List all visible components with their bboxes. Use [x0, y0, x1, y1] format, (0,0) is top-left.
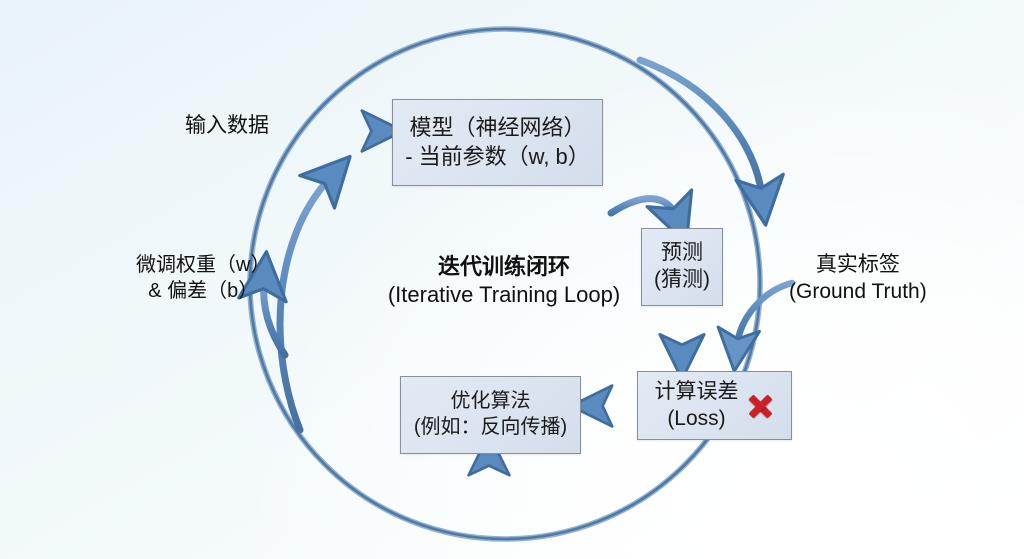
label-adjust-weights-line-2: & 偏差（b） — [148, 280, 259, 302]
label-input-data-line-1: 输入数据 — [185, 114, 269, 137]
node-model[interactable]: 模型（神经网络） - 当前参数（w, b） — [392, 99, 603, 186]
diagram-title: 迭代训练闭环 (Iterative Training Loop) — [373, 253, 635, 308]
arrow-groundtruth-to-loss — [716, 279, 796, 373]
label-adjust-weights: 微调权重（w） & 偏差（b） — [136, 252, 270, 304]
label-ground-truth: 真实标签 (Ground Truth) — [789, 251, 927, 306]
label-ground-truth-line-2: (Ground Truth) — [789, 280, 927, 304]
node-prediction[interactable]: 预测 (猜测) — [641, 228, 723, 306]
label-input-data: 输入数据 — [185, 112, 269, 139]
node-optimizer[interactable]: 优化算法 (例如：反向传播) — [400, 376, 581, 454]
label-adjust-weights-line-1: 微调权重（w） — [136, 254, 271, 276]
node-optimizer-line-2: (例如：反向传播) — [413, 416, 568, 438]
node-prediction-line-1: 预测 — [661, 241, 703, 265]
error-x-mark-icon — [745, 391, 775, 421]
node-model-line-1: 模型（神经网络） — [409, 115, 586, 141]
node-loss-text: 计算误差 (Loss) — [655, 379, 739, 433]
diagram-title-en: (Iterative Training Loop) — [387, 281, 621, 307]
label-ground-truth-line-1: 真实标签 — [815, 253, 900, 276]
diagram-title-cn: 迭代训练闭环 — [437, 254, 570, 279]
arrow-feedback-to-model — [276, 154, 352, 434]
node-model-line-2: - 当前参数（w, b） — [405, 143, 590, 169]
node-loss-line-2: (Loss) — [667, 406, 726, 430]
arrow-model-to-prediction — [607, 188, 694, 246]
outer-loop-arrowhead — [636, 56, 785, 227]
node-optimizer-line-1: 优化算法 — [450, 390, 531, 413]
node-loss-line-1: 计算误差 — [654, 379, 739, 403]
node-prediction-line-2: (猜测) — [654, 268, 710, 291]
arrow-adjust-weights — [237, 250, 289, 359]
node-loss[interactable]: 计算误差 (Loss) — [637, 371, 792, 440]
